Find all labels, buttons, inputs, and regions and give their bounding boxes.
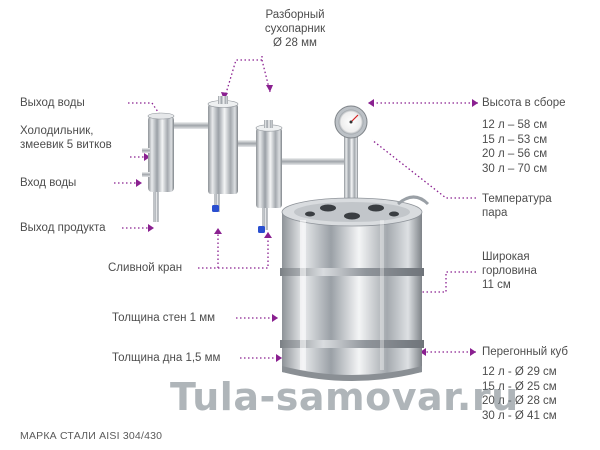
label-cooler-line-2: змеевик 5 витков bbox=[20, 139, 112, 151]
cube-item: 12 л - Ø 29 см bbox=[482, 366, 557, 378]
height-item: 15 л – 53 см bbox=[482, 133, 548, 146]
label-cooler-line-1: Холодильник, bbox=[20, 125, 94, 137]
leader-lines bbox=[114, 56, 478, 359]
label-height-title: Высота в сборе bbox=[482, 97, 566, 109]
label-product-out: Выход продукта bbox=[20, 222, 106, 234]
label-water-in: Вход воды bbox=[20, 177, 77, 189]
label-sukhoparnik-line-1: Разборный bbox=[265, 9, 325, 21]
steel-grade: МАРКА СТАЛИ AISI 304/430 bbox=[20, 430, 163, 442]
label-neck-line-3: 11 см bbox=[482, 279, 511, 291]
cooler-unit bbox=[142, 112, 214, 222]
label-sukhoparnik-line-3: Ø 28 мм bbox=[273, 37, 317, 49]
watermark: Tula-samovar.ru bbox=[170, 375, 519, 419]
height-item: 12 л – 58 см bbox=[482, 119, 548, 131]
label-cube-title: Перегонный куб bbox=[482, 346, 569, 358]
label-neck-line-1: Широкая bbox=[482, 251, 530, 263]
label-drain: Сливной кран bbox=[108, 262, 183, 274]
label-temp-line-2: пара bbox=[482, 207, 508, 219]
leader-arrows bbox=[136, 85, 478, 362]
label-cooler: Холодильник, змеевик 5 витков bbox=[20, 124, 112, 152]
cube-item: 30 л - Ø 41 см bbox=[482, 409, 557, 422]
label-sukhoparnik-line-2: сухопарник bbox=[264, 23, 326, 35]
second-column bbox=[255, 120, 344, 233]
label-temp-line-1: Температура bbox=[482, 193, 552, 205]
height-item: 30 л – 70 см bbox=[482, 162, 548, 175]
label-temp: Температура пара bbox=[482, 192, 552, 220]
label-neck: Широкая горловина 11 см bbox=[482, 250, 537, 292]
boiler-cube bbox=[280, 195, 430, 381]
label-water-out: Выход воды bbox=[20, 97, 85, 109]
label-wall: Толщина стен 1 мм bbox=[112, 312, 216, 324]
label-bottom: Толщина дна 1,5 мм bbox=[112, 352, 221, 364]
label-sukhoparnik: Разборный сухопарник Ø 28 мм bbox=[240, 8, 350, 50]
cube-list: 12 л - Ø 29 см 15 л - Ø 25 см 20 л - Ø 2… bbox=[482, 365, 557, 423]
label-neck-line-2: горловина bbox=[482, 265, 537, 277]
height-item: 20 л – 56 см bbox=[482, 148, 548, 161]
cube-item: 15 л - Ø 25 см bbox=[482, 380, 557, 393]
first-column bbox=[207, 96, 260, 212]
cube-item: 20 л - Ø 28 см bbox=[482, 395, 557, 408]
height-list: 12 л – 58 см 15 л – 53 см 20 л – 56 см 3… bbox=[482, 118, 547, 176]
